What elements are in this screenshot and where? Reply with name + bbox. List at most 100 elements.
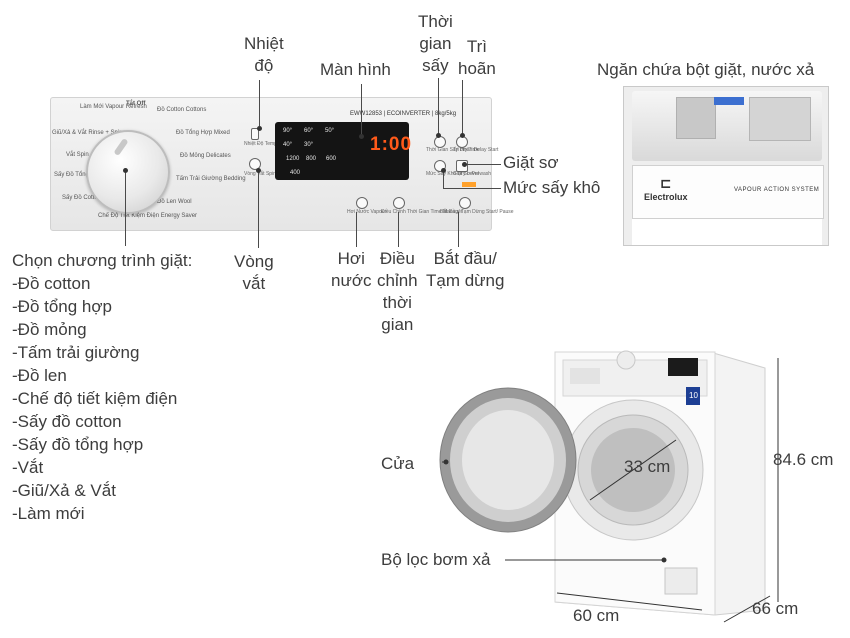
callout-line-dieu-chinh (398, 212, 399, 247)
label-muc-say-kho: Mức sấy khô (503, 178, 601, 197)
program-list-item: -Làm mới (12, 504, 85, 523)
program-list-item: -Chế độ tiết kiệm điện (12, 389, 178, 408)
time-manager-label: Điều Chỉnh Thời Gian Time Manager (381, 209, 463, 215)
lcd-display (275, 122, 409, 180)
label-846cm: 84.6 cm (773, 450, 834, 469)
display-time: 1:00 (370, 134, 413, 155)
callout-dot (460, 133, 465, 138)
dial-label-do-len: Đồ Len Wool (157, 199, 192, 205)
callout-line-tri-hoan (462, 80, 463, 134)
dial-label-tiet-kiem: Chế Độ Tiết Kiệm Điện Energy Saver (98, 213, 198, 219)
label-ngan-chua: Ngăn chứa bột giặt, nước xả (597, 60, 815, 79)
label-dieu-chinh: Điều chỉnh thời gian (377, 249, 418, 334)
door-glass-inner (462, 410, 554, 510)
program-list-item: -Tấm trải giường (12, 343, 140, 362)
spin-400: 400 (290, 170, 301, 176)
callout-dot (257, 126, 262, 131)
callout-line-vong-vat (258, 170, 259, 248)
program-list-item: -Đồ cotton (12, 274, 91, 293)
washer-dial (616, 350, 636, 370)
dial-label-giu-xa: Giũ/Xả & Vắt Rinse + Spin (52, 130, 123, 136)
callout-line-hoi-nuoc (356, 212, 357, 247)
callout-line-muc-say (443, 188, 501, 189)
callout-line-man-hinh (361, 84, 362, 134)
dry-level-label: Mức Sấy Khô Dry Level (426, 171, 479, 177)
label-cua: Cửa (381, 454, 415, 473)
softener-slot (749, 97, 811, 141)
spin-1200: 1200 (286, 156, 300, 162)
vapour-label: Hơi Nước Vapour (347, 209, 387, 215)
callout-dot (436, 133, 441, 138)
callout-dot (123, 168, 128, 173)
detergent-slot (676, 97, 716, 139)
blue-insert (714, 97, 744, 105)
label-nhiet-do: Nhiệt độ (244, 34, 284, 75)
energy-badge-text: 10 (689, 391, 698, 400)
label-bat-dau: Bắt đầu/ Tạm dừng (426, 249, 505, 290)
spin-600: 600 (326, 156, 337, 162)
callout-line-nhiet-do (259, 80, 260, 126)
label-66cm: 66 cm (752, 599, 799, 618)
program-list: -Đồ cotton -Đồ tổng hợp -Đồ mỏng -Tấm trải … (12, 273, 177, 526)
callout-dot-filter (661, 557, 667, 563)
program-list-item: -Vắt (12, 458, 44, 477)
brand-logo: ⊏Electrolux (644, 175, 688, 202)
label-thoi-gian-say: Thời gian sấy (418, 12, 453, 75)
dial-label-vat: Vắt Spin (66, 152, 89, 158)
callout-dot-door (443, 459, 449, 465)
time-manager-button[interactable] (393, 197, 405, 209)
series-text: VAPOUR ACTION SYSTEM (734, 187, 820, 193)
dial-label-do-tong-hop: Đồ Tổng Hợp Mixed (176, 130, 230, 136)
dial-label-do-mong: Đồ Mỏng Delicates (180, 153, 231, 159)
dim-line-33 (589, 439, 677, 501)
dim-line-66 (723, 595, 771, 623)
callout-dot (256, 168, 261, 173)
dim-line-60 (556, 592, 703, 611)
label-giat-so: Giặt sơ (503, 153, 559, 172)
label-man-hinh: Màn hình (320, 60, 391, 79)
temp-50: 50° (325, 128, 335, 134)
program-list-item: -Sấy đồ cotton (12, 412, 122, 431)
spin-800: 800 (306, 156, 317, 162)
program-list-item: -Đồ mỏng (12, 320, 87, 339)
start-pause-button[interactable] (459, 197, 471, 209)
dial-marker (113, 137, 129, 157)
temp-40: 40° (283, 142, 293, 148)
dial-label-lam-moi: Làm Mới Vapour Refresh (80, 104, 147, 110)
callout-line-thoi-gian (438, 78, 439, 134)
callout-line-muc-say-v (443, 170, 444, 188)
callout-dot (359, 134, 364, 139)
temp-button[interactable] (251, 128, 259, 140)
drawer-front (632, 165, 824, 219)
detergent-drawer-photo: ⊏Electrolux VAPOUR ACTION SYSTEM (623, 86, 829, 246)
dial-label-do-cotton: Đồ Cotton Cottons (157, 107, 207, 113)
temp-60: 60° (304, 128, 314, 134)
program-list-item: -Đồ len (12, 366, 67, 385)
label-vong-vat: Vòng vắt (234, 252, 274, 293)
callout-dot (462, 162, 467, 167)
program-dial[interactable] (86, 130, 170, 214)
prewash-label: Giặt Sơ Prewash (453, 171, 492, 177)
label-33cm: 33 cm (624, 457, 671, 476)
label-bo-loc: Bộ lọc bơm xả (381, 550, 491, 569)
spin-button[interactable] (249, 158, 261, 170)
washer-body-under-drawer (632, 219, 822, 245)
program-list-item: -Giũ/Xả & Vắt (12, 481, 116, 500)
temp-30: 30° (304, 142, 314, 148)
washer-illustration: 10 (439, 350, 779, 623)
dry-time-label: Thời Gian Sấy Dry Time (426, 147, 480, 153)
drain-filter-cover[interactable] (664, 567, 698, 595)
program-list-item: -Đồ tổng hợp (12, 297, 112, 316)
energy-badge (686, 387, 700, 405)
delay-start-label: Trì Hoãn Delay Start (453, 147, 499, 153)
program-list-item: -Sấy đồ tổng hợp (12, 435, 144, 454)
dial-label-tat: Tắt Off (126, 101, 146, 107)
spin-button-label: Vòng Vắt Spin (244, 171, 276, 177)
callout-dot (441, 168, 446, 173)
vapour-button[interactable] (356, 197, 368, 209)
temp-90: 90° (283, 128, 293, 134)
washer-drawer (570, 368, 600, 384)
label-tri-hoan: Trì hoãn (458, 37, 496, 78)
status-led (462, 182, 476, 187)
callout-line-bat-dau (458, 212, 459, 247)
